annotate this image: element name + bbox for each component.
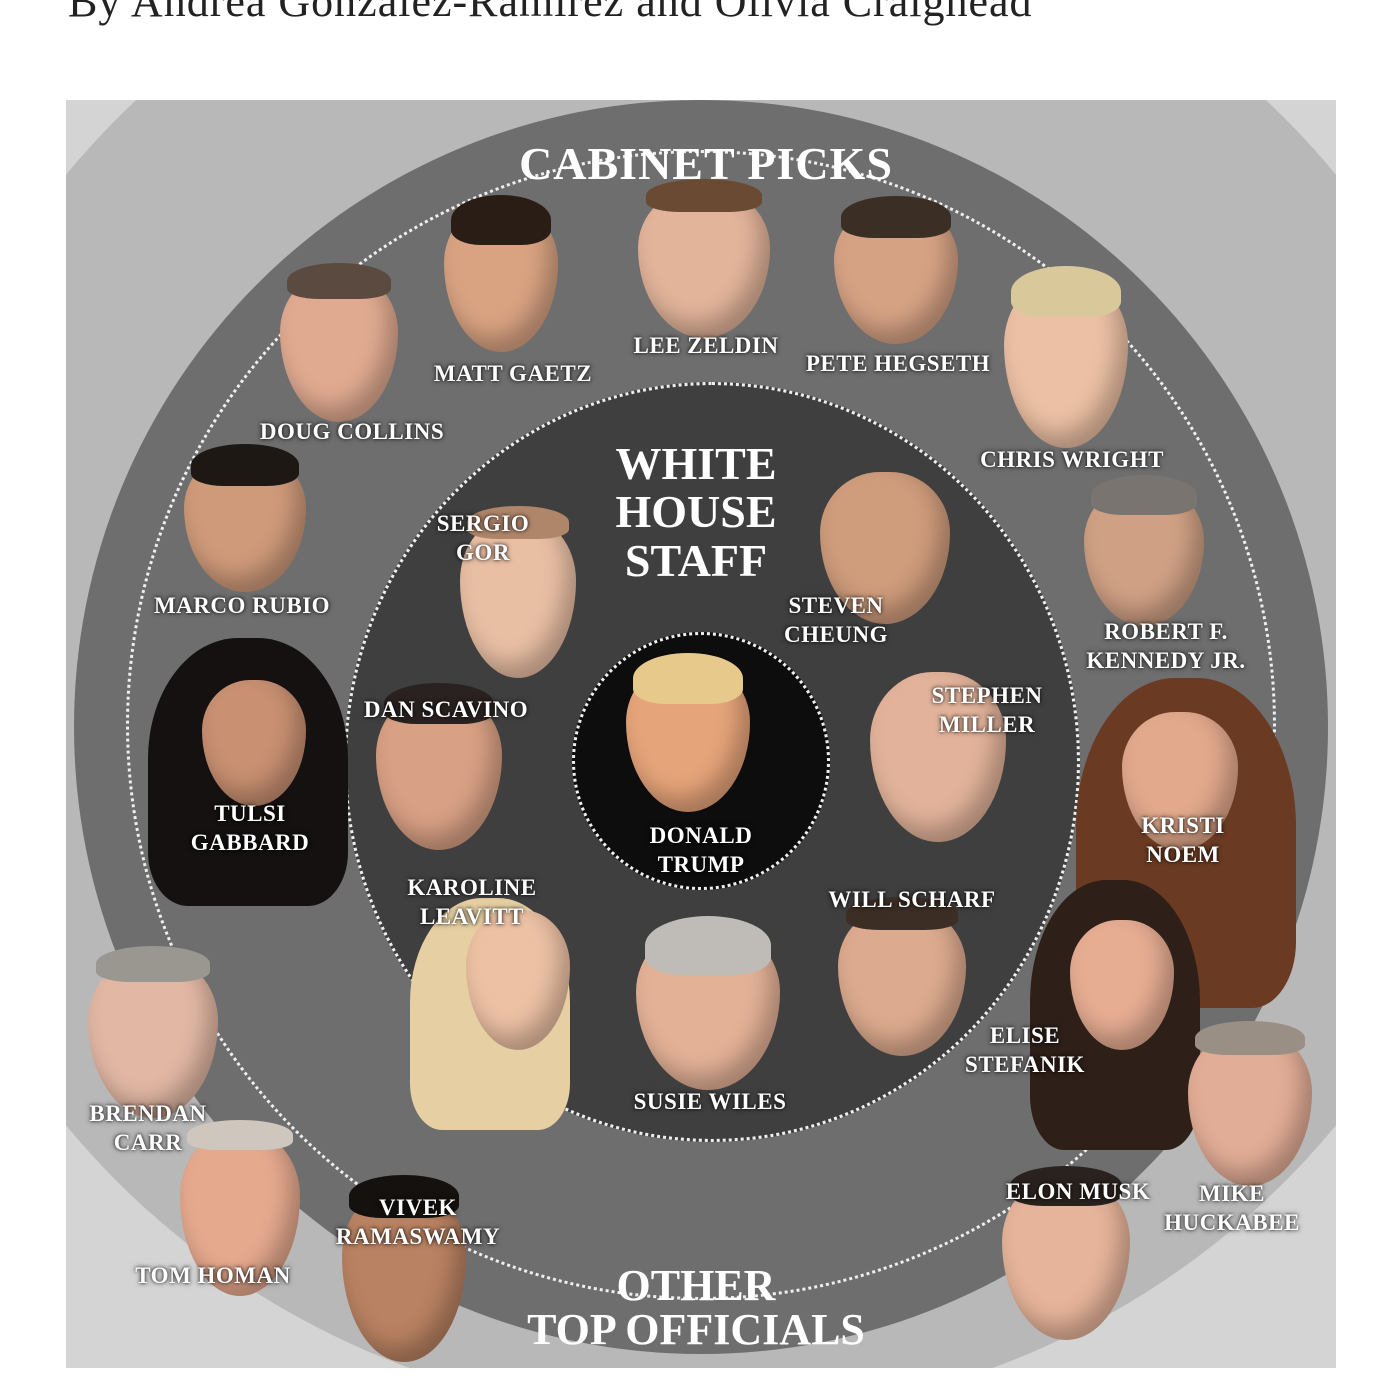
- byline: By Andrea González-Ramírez and Olivia Cr…: [68, 0, 1033, 26]
- huckabee-portrait: [1188, 1020, 1312, 1186]
- rubio-portrait: [184, 443, 306, 592]
- officials-diagram: CABINET PICKS WHITE HOUSE STAFF OTHER TO…: [66, 100, 1336, 1368]
- noem-label: KRISTI NOEM: [1141, 813, 1225, 867]
- wright-label: CHRIS WRIGHT: [980, 447, 1164, 472]
- homan-portrait: [180, 1120, 300, 1296]
- gabbard-label: TULSI GABBARD: [190, 801, 310, 855]
- hegseth-label: PETE HEGSETH: [805, 351, 991, 376]
- ramaswamy-label: VIVEK RAMASWAMY: [335, 1195, 501, 1249]
- musk-label: ELON MUSK: [1005, 1179, 1151, 1204]
- gor-label: SERGIO GOR: [436, 511, 530, 565]
- gabbard-portrait: [202, 680, 306, 806]
- noem-portrait: [1122, 712, 1238, 850]
- other-officials-title: OTHER TOP OFFICIALS: [527, 1261, 865, 1354]
- scavino-portrait: [376, 682, 502, 850]
- cheung-portrait: [820, 472, 950, 624]
- carr-label: BRENDAN CARR: [89, 1101, 207, 1155]
- gaetz-label: MATT GAETZ: [433, 361, 593, 386]
- wiles-label: SUSIE WILES: [633, 1089, 787, 1114]
- miller-portrait: [870, 672, 1006, 842]
- cheung-label: STEVEN CHEUNG: [784, 593, 888, 647]
- cabinet-ring-dotted-border: [126, 150, 1276, 1300]
- hegseth-portrait: [834, 195, 958, 344]
- collins-portrait: [280, 263, 398, 422]
- zeldin-portrait: [638, 179, 770, 338]
- collins-label: DOUG COLLINS: [259, 419, 445, 444]
- gaetz-portrait: [444, 195, 558, 352]
- carr-portrait: [88, 946, 218, 1118]
- zeldin-label: LEE ZELDIN: [633, 333, 779, 358]
- stefanik-portrait: [1070, 920, 1174, 1050]
- trump-portrait: [626, 653, 750, 812]
- rubio-label: MARCO RUBIO: [153, 593, 331, 618]
- white-house-staff-title: WHITE HOUSE STAFF: [615, 438, 777, 586]
- stefanik-label: ELISE STEFANIK: [965, 1023, 1085, 1077]
- rfk-label: ROBERT F. KENNEDY JR.: [1086, 619, 1246, 673]
- homan-label: TOM HOMAN: [135, 1263, 291, 1288]
- ramaswamy-portrait: [342, 1175, 466, 1362]
- gor-portrait: [460, 506, 576, 678]
- scharf-portrait: [838, 897, 966, 1056]
- musk-portrait: [1002, 1166, 1130, 1340]
- wiles-portrait: [636, 916, 780, 1090]
- scharf-label: WILL SCHARF: [828, 887, 996, 912]
- rfk-portrait: [1084, 475, 1204, 626]
- leavitt-label: KAROLINE LEAVITT: [407, 875, 537, 929]
- trump-label: DONALD TRUMP: [649, 823, 753, 877]
- huckabee-label: MIKE HUCKABEE: [1164, 1181, 1300, 1235]
- miller-label: STEPHEN MILLER: [931, 683, 1043, 737]
- scavino-label: DAN SCAVINO: [363, 697, 529, 722]
- leavitt-portrait: [466, 910, 570, 1050]
- wright-portrait: [1004, 265, 1128, 448]
